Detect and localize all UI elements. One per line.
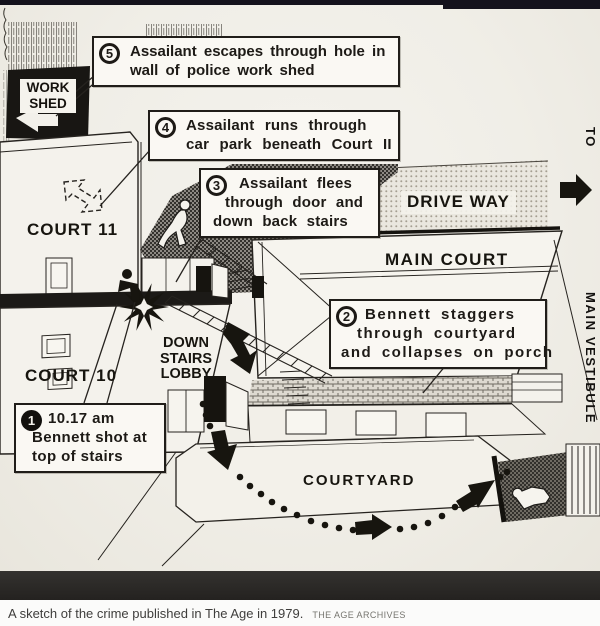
lobby-label-line: LOBBY	[160, 366, 212, 382]
callout-text-line: through courtyard	[357, 325, 517, 342]
driveway-label: DRIVE WAY	[401, 191, 516, 214]
shadow-band	[0, 290, 232, 308]
crime-sketch: WORK SHED COURT 11 COURT 10 DRIVE WAY MA…	[0, 0, 600, 571]
to-label: TO	[583, 127, 598, 149]
court-10-label: COURT 10	[25, 366, 118, 385]
back-stairs	[164, 239, 333, 405]
escape-trail-dots	[199, 400, 511, 540]
work-shed-label: WORK SHED	[20, 79, 76, 113]
main-court-label: MAIN COURT	[385, 250, 509, 269]
lobby-label-line: STAIRS	[159, 350, 213, 367]
work-shed-label-line: SHED	[29, 96, 67, 111]
callout-step-4: 4 Assailant runs through car park beneat…	[148, 110, 400, 161]
trail-arrow-right-head	[372, 514, 392, 540]
callout-step-3: 3 Assailant flees through door and down …	[199, 168, 380, 238]
porch	[491, 443, 600, 523]
callout-text-line: Bennett staggers	[365, 306, 516, 323]
callout-text-line: wall of police work shed	[130, 62, 315, 79]
callout-step-1: 1 10.17 am Bennett shot at top of stairs	[14, 403, 166, 473]
callout-text-line: down back stairs	[213, 213, 348, 230]
courtyard-label: COURTYARD	[303, 472, 416, 489]
callout-text-line: Assailant runs through	[186, 117, 367, 134]
callout-text-line: top of stairs	[32, 448, 124, 465]
callout-text-line: through door and	[225, 194, 364, 211]
open-doorway	[204, 376, 226, 422]
callout-text-line: and collapses on porch	[341, 344, 554, 361]
step-3-badge: 3	[206, 175, 227, 196]
court-11-building	[0, 131, 215, 299]
main-vestibule-label: MAIN VESTIBULE	[583, 292, 598, 425]
figure-caption: A sketch of the crime published in The A…	[0, 600, 600, 626]
divider-band	[0, 571, 600, 600]
to-direction-arrow	[560, 174, 592, 206]
courtyard-wall-doors	[167, 376, 547, 443]
callout-text-line: car park beneath Court II	[186, 136, 392, 153]
gunshot-starburst	[119, 283, 169, 331]
callout-step-2: 2 Bennett staggers through courtyard and…	[329, 299, 554, 369]
trail-arrow-upright-head	[468, 480, 495, 508]
trail-arrow-down	[211, 430, 229, 450]
callout-text-line: 10.17 am	[48, 410, 115, 427]
step-1-badge: 1	[21, 410, 42, 431]
stairs-down-arrow	[223, 322, 257, 374]
callout-text-line: Assailant flees	[239, 175, 353, 192]
lobby-label-line: DOWN	[163, 335, 209, 351]
downstairs-lobby-label: DOWN STAIRS LOBBY	[155, 335, 217, 383]
step-2-badge: 2	[336, 306, 357, 327]
figure-bennett-at-stairs	[118, 269, 140, 300]
callout-step-5: 5 Assailant escapes through hole in wall…	[92, 36, 400, 87]
trail-arrow-right	[355, 520, 374, 535]
callout-text-line: Bennett shot at	[32, 429, 148, 446]
caption-credit: THE AGE ARCHIVES	[312, 609, 406, 620]
callout-text-line: Assailant escapes through hole in	[130, 43, 386, 60]
paper-edge	[3, 7, 8, 61]
work-shed-label-line: WORK	[26, 80, 70, 95]
trail-arrow-down-head	[207, 444, 237, 470]
caption-text: A sketch of the crime published in The A…	[8, 605, 304, 621]
figure-collapsed-bennett	[512, 486, 551, 510]
vestibule-path	[553, 174, 598, 421]
dashed-escape-route-arrow	[63, 179, 103, 213]
top-border-bar	[0, 0, 600, 9]
porch-brick-band	[247, 373, 563, 408]
step-4-badge: 4	[155, 117, 176, 138]
step-5-badge: 5	[99, 43, 120, 64]
figure-assailant-running	[157, 199, 191, 249]
shed-exit-arrow	[16, 107, 58, 132]
court-11-label: COURT 11	[27, 220, 119, 239]
open-door	[225, 381, 249, 431]
